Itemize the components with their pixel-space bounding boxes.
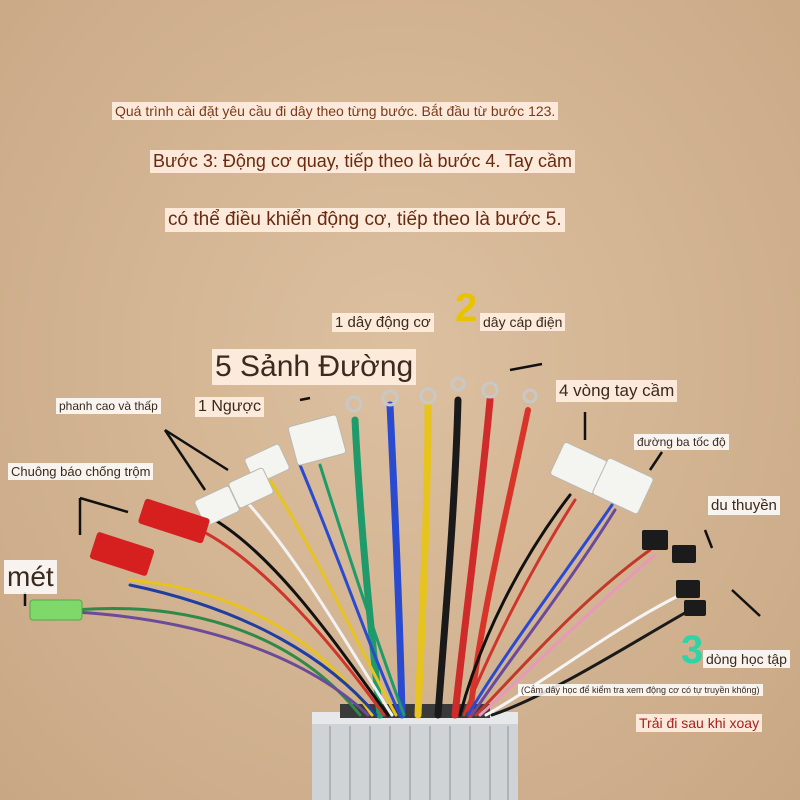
red-connectors [89, 498, 210, 576]
ring-terminals [345, 376, 538, 413]
step2-number: 2 [455, 286, 478, 330]
white-connectors [194, 414, 654, 527]
handlebar-label: 4 vòng tay cầm [556, 380, 678, 402]
cruise-label: du thuyền [708, 496, 780, 515]
unplug-label: Trải đi sau khi xoay [636, 714, 763, 732]
controller-box [312, 704, 518, 800]
signal-wires [73, 463, 692, 717]
meter-connector [29, 599, 83, 621]
header-line-1: Quá trình cài đặt yêu cầu đi dây theo từ… [112, 102, 559, 120]
motor-wire-label: 1 dây động cơ [332, 313, 434, 332]
header-line-2: Bước 3: Động cơ quay, tiếp theo là bước … [150, 150, 576, 173]
header-line-3: có thể điều khiển động cơ, tiếp theo là … [165, 208, 565, 232]
five-hall-label: 5 Sảnh Đường [212, 349, 417, 385]
learning-note: (Cắm dây học để kiểm tra xem động cơ có … [518, 684, 763, 696]
motor-power-wires [351, 396, 531, 719]
step3-number: 3 [681, 628, 704, 672]
pointer-lines [23, 362, 761, 617]
three-speed-label: đường ba tốc độ [634, 434, 729, 450]
reverse-label: 1 Ngược [195, 397, 264, 417]
power-cable-label: dây cáp điện [480, 313, 566, 331]
meter-label: mét [4, 560, 57, 594]
brake-label: phanh cao và thấp [56, 398, 161, 414]
black-connectors [642, 530, 706, 616]
alarm-label: Chuông báo chống trộm [8, 463, 154, 480]
learning-line-label: dòng học tập [703, 650, 790, 668]
